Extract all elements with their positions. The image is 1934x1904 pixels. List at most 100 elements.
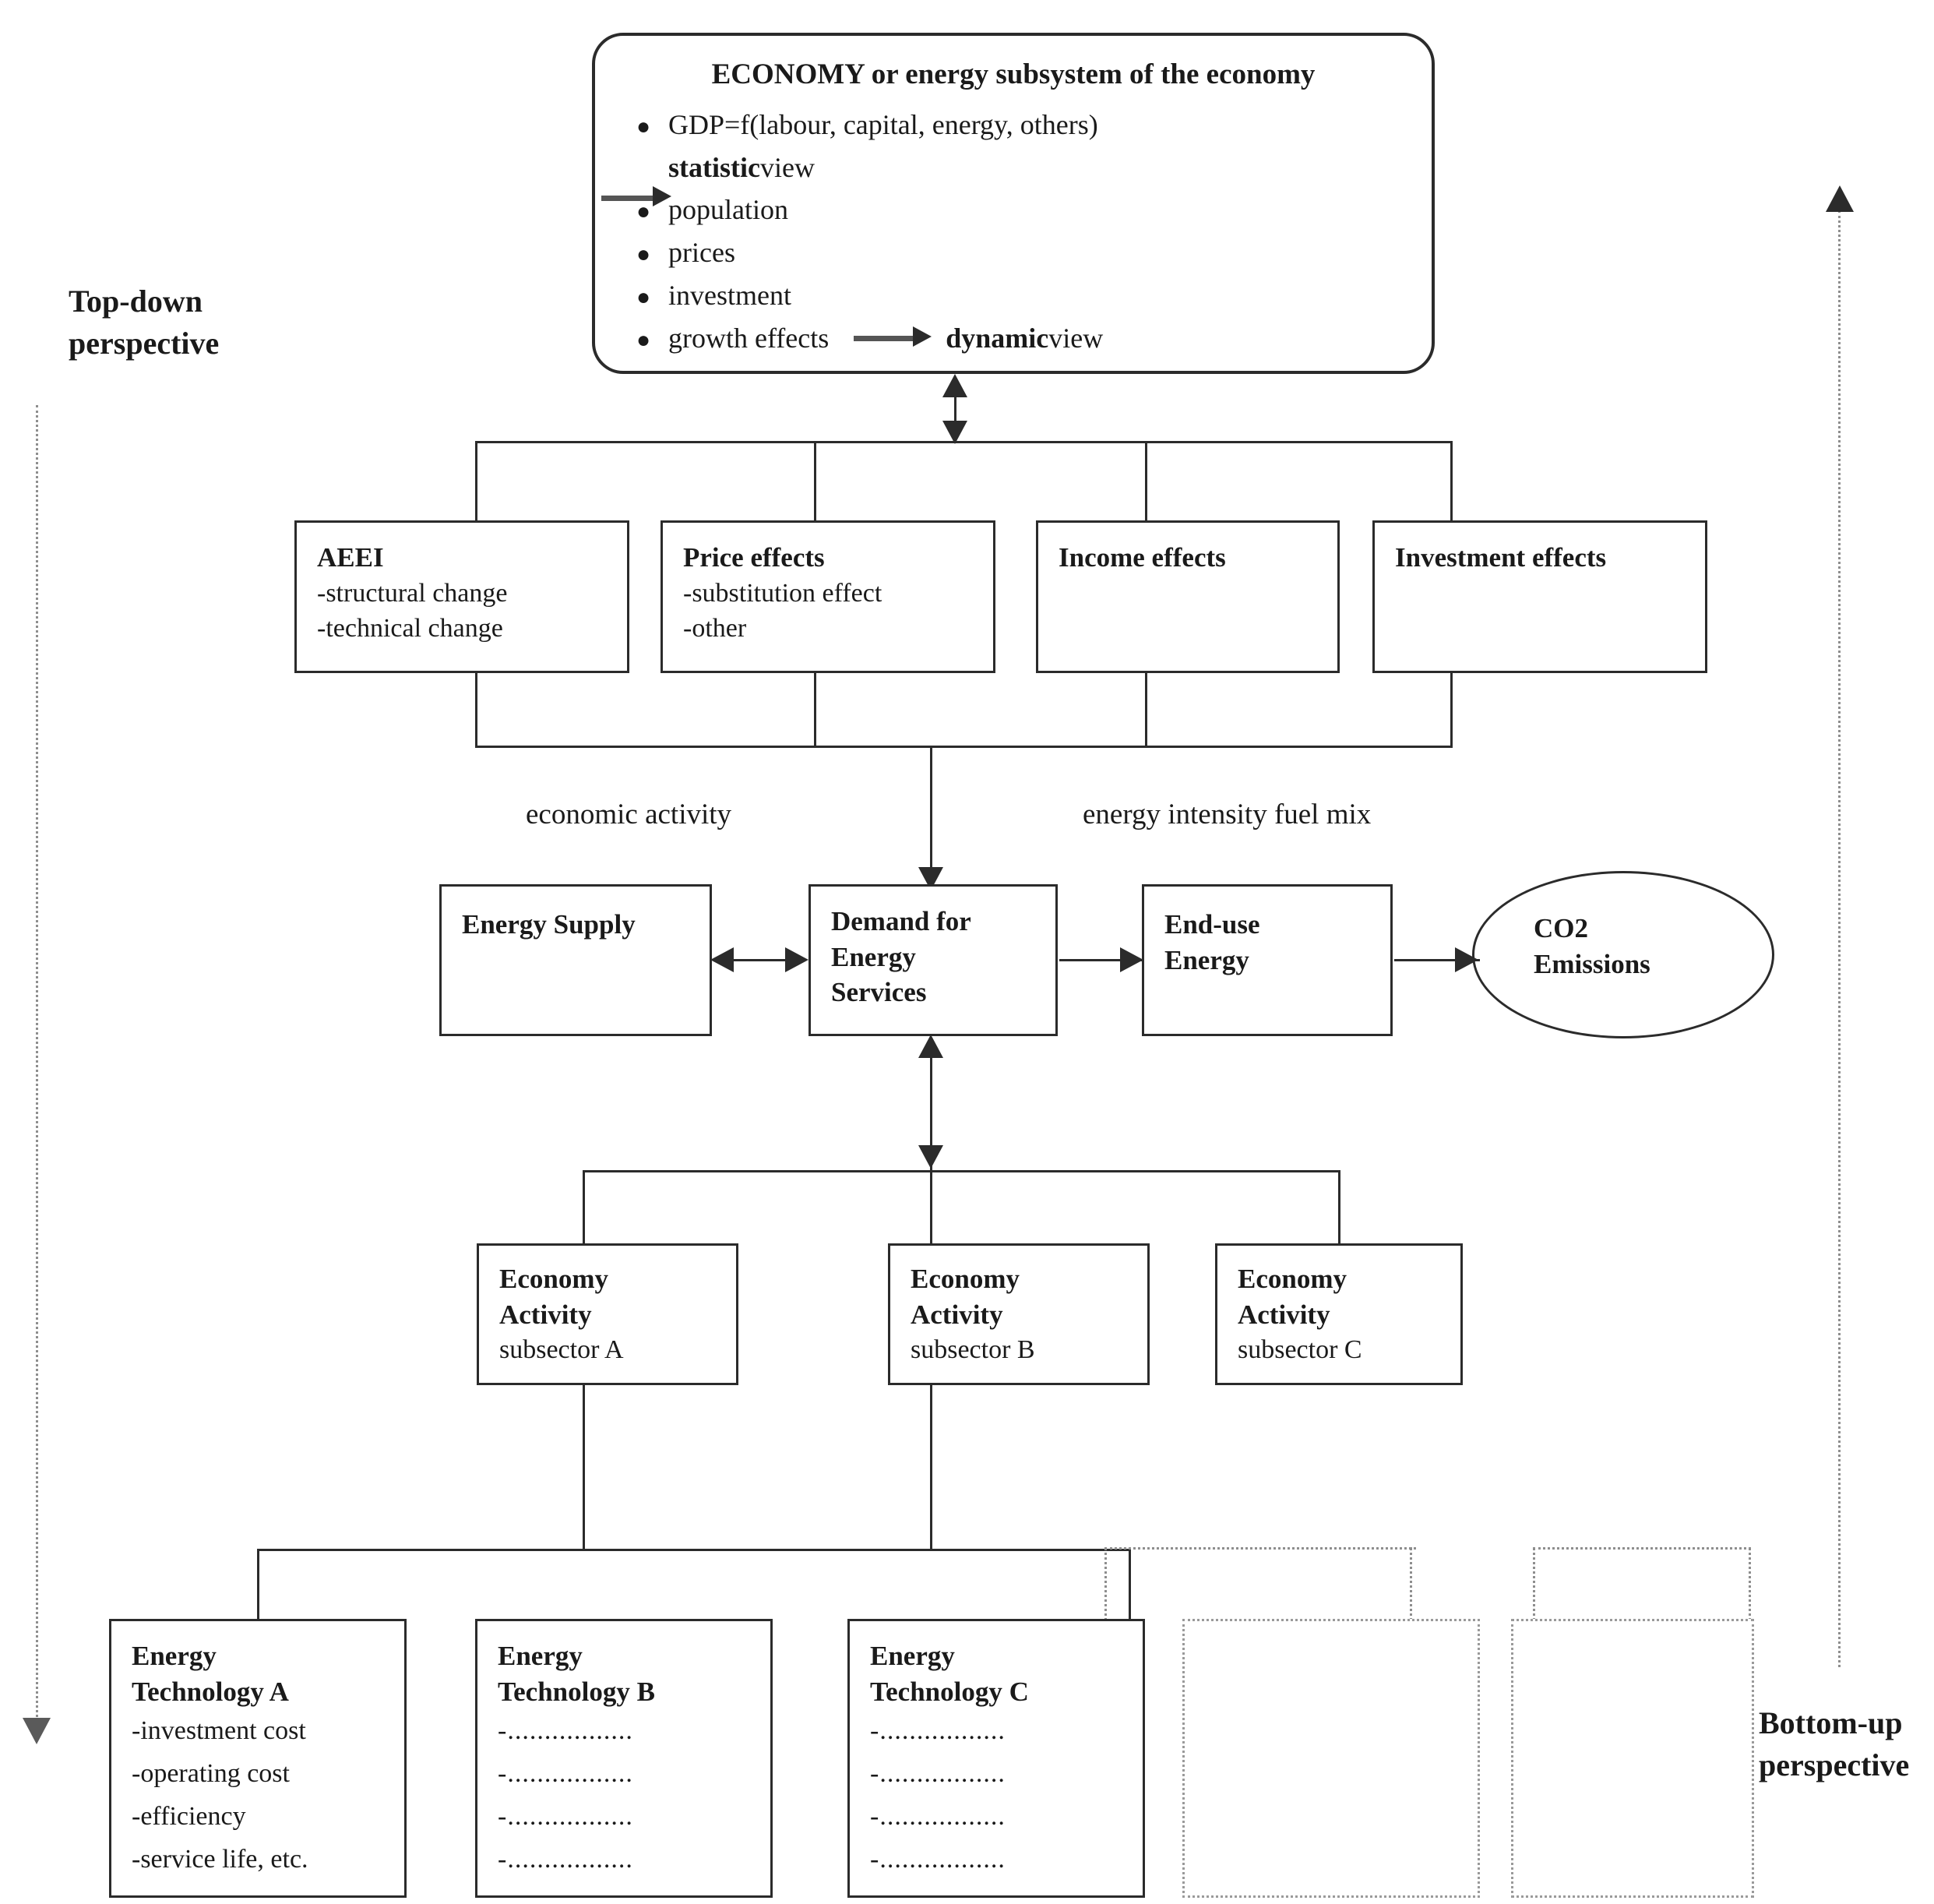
technology-a-line-2: -operating cost <box>132 1752 384 1795</box>
end-use-energy-box: End-use Energy <box>1142 884 1393 1036</box>
subsector-a-title: Economy Activity <box>499 1264 608 1330</box>
economy-box: ECONOMY or energy subsystem of the econo… <box>592 33 1435 374</box>
tech-dotted-drop-4 <box>1749 1547 1751 1627</box>
tech-bus <box>257 1549 1131 1551</box>
technology-b-line-3-text: -................. <box>498 1802 633 1832</box>
technology-b-line-2-text: -................. <box>498 1759 633 1789</box>
technology-a-line-1-text: -investment cost <box>132 1716 306 1745</box>
economy-item-prices: ● prices <box>618 231 1408 274</box>
economy-box-header: ECONOMY or energy subsystem of the econo… <box>711 58 1316 90</box>
technology-b-line-3: -................. <box>498 1795 750 1838</box>
effect-box-price-line-1: -substitution effect <box>683 578 882 608</box>
bullet-icon: ● <box>636 284 651 310</box>
effects-bus-drop-3 <box>1145 441 1147 522</box>
demand-for-energy-services-label: Demand for Energy Services <box>831 906 971 1007</box>
subsector-c-sub: subsector C <box>1238 1335 1362 1364</box>
bottom-up-axis-line <box>1838 210 1841 1667</box>
subsector-box-a: Economy Activity subsector A <box>477 1243 738 1385</box>
top-down-perspective-label: Top-down perspective <box>69 284 220 361</box>
end-use-energy-label: End-use Energy <box>1164 909 1260 975</box>
economy-item-population: ● population <box>618 189 1408 231</box>
effect-box-investment-title: Investment effects <box>1395 542 1607 573</box>
economy-item-gdp: ● GDP=f(labour, capital, energy, others) <box>618 104 1408 146</box>
top-down-axis-line <box>36 405 38 1722</box>
economy-item-investment-text: investment <box>668 279 791 311</box>
top-down-arrowhead-icon <box>23 1718 51 1744</box>
technology-b-line-2: -................. <box>498 1752 750 1795</box>
economy-item-population-text: population <box>668 194 788 226</box>
subsector-b-sub: subsector B <box>911 1335 1035 1364</box>
technology-c-line-3: -................. <box>870 1795 1122 1838</box>
effects-bus-top <box>475 441 1453 443</box>
tech-riser-from-subsector-b <box>930 1385 932 1550</box>
effects-bus-bottom <box>475 746 1453 748</box>
subsector-drop-1 <box>583 1170 585 1246</box>
bottom-up-arrowhead-icon <box>1826 185 1854 212</box>
technology-c-line-2: -................. <box>870 1752 1122 1795</box>
tech-dotted-drop-1 <box>1104 1547 1107 1627</box>
economy-item-growth-text: growth effects <box>668 322 830 354</box>
economy-item-prices-text: prices <box>668 237 735 269</box>
effects-collect-4 <box>1450 673 1453 748</box>
technology-a-line-4-text: -service life, etc. <box>132 1845 308 1874</box>
technology-box-a: Energy Technology A -investment cost -op… <box>109 1619 407 1898</box>
effect-box-price-line-2: -other <box>683 613 747 643</box>
effect-box-aeei: AEEI -structural change -technical chang… <box>294 520 629 673</box>
effects-collect-1 <box>475 673 477 748</box>
technology-c-line-1: -................. <box>870 1709 1122 1752</box>
economy-item-statistic-bold: statistic <box>668 151 760 183</box>
tech-dotted-drop-3 <box>1533 1547 1535 1627</box>
technology-c-line-4-text: -................. <box>870 1845 1006 1874</box>
enduse-arrowhead-icon <box>1120 947 1143 972</box>
flow-label-energy-intensity: energy intensity fuel mix <box>1083 799 1372 830</box>
subsector-drop-2 <box>930 1170 932 1246</box>
demand-to-subsector-connector <box>930 1038 932 1172</box>
effect-box-price-title: Price effects <box>683 542 825 573</box>
tech-drop-1 <box>257 1549 259 1627</box>
bottom-up-perspective-label: Bottom-up perspective <box>1759 1705 1910 1782</box>
economy-item-dynamic-bold: dynamic <box>946 322 1049 354</box>
bullet-icon: ● <box>636 114 651 139</box>
technology-c-title: Energy Technology C <box>870 1641 1029 1707</box>
technology-b-line-4-text: -................. <box>498 1845 633 1874</box>
technology-c-line-2-text: -................. <box>870 1759 1006 1789</box>
effects-bus-drop-4 <box>1450 441 1453 522</box>
effect-box-price-effects: Price effects -substitution effect -othe… <box>661 520 995 673</box>
demand-for-energy-services-box: Demand for Energy Services <box>808 884 1058 1036</box>
bullet-icon: ● <box>636 199 651 225</box>
bullet-icon: ● <box>636 242 651 268</box>
subsector-a-sub: subsector A <box>499 1335 624 1364</box>
demand-arrowhead-right-icon <box>785 947 808 972</box>
economy-to-effects-connector <box>954 379 956 441</box>
economy-item-dynamic-rest: view <box>1048 322 1104 354</box>
subsector-box-b: Economy Activity subsector B <box>888 1243 1150 1385</box>
effects-to-demand-connector <box>930 746 932 886</box>
effect-box-aeei-title: AEEI <box>317 542 384 573</box>
tech-drop-3 <box>1129 1549 1131 1627</box>
technology-b-title: Energy Technology B <box>498 1641 655 1707</box>
enduse-co2-connector <box>1394 959 1480 961</box>
subsector-box-c: Economy Activity subsector C <box>1215 1243 1463 1385</box>
tech-bus-dotted-upper <box>1104 1547 1416 1550</box>
economy-item-growth-effects: ● growth effects dynamic view <box>618 317 1408 360</box>
effects-collect-2 <box>814 673 816 748</box>
energy-supply-box: Energy Supply <box>439 884 712 1036</box>
technology-box-b: Energy Technology B -................. -… <box>475 1619 773 1898</box>
co2-arrowhead-icon <box>1455 947 1478 972</box>
supply-demand-connector <box>715 959 805 961</box>
technology-box-c: Energy Technology C -................. -… <box>847 1619 1145 1898</box>
subsector-c-title: Economy Activity <box>1238 1264 1347 1330</box>
economy-item-investment: ● investment <box>618 274 1408 317</box>
tech-riser-from-subsector-a <box>583 1385 585 1550</box>
technology-c-line-1-text: -................. <box>870 1716 1006 1745</box>
effects-bus-drop-2 <box>814 441 816 522</box>
subsector-drop-3 <box>1338 1170 1340 1246</box>
technology-a-line-1: -investment cost <box>132 1709 384 1752</box>
effect-box-aeei-line-2: -technical change <box>317 613 503 643</box>
flow-label-economic-activity: economic activity <box>526 799 732 830</box>
economy-item-gdp-text: GDP=f(labour, capital, energy, others) <box>668 109 1098 140</box>
tech-bus-dotted-right <box>1533 1547 1751 1550</box>
effects-bus-drop-1 <box>475 441 477 522</box>
connector-arrowhead-up-icon <box>942 374 967 397</box>
